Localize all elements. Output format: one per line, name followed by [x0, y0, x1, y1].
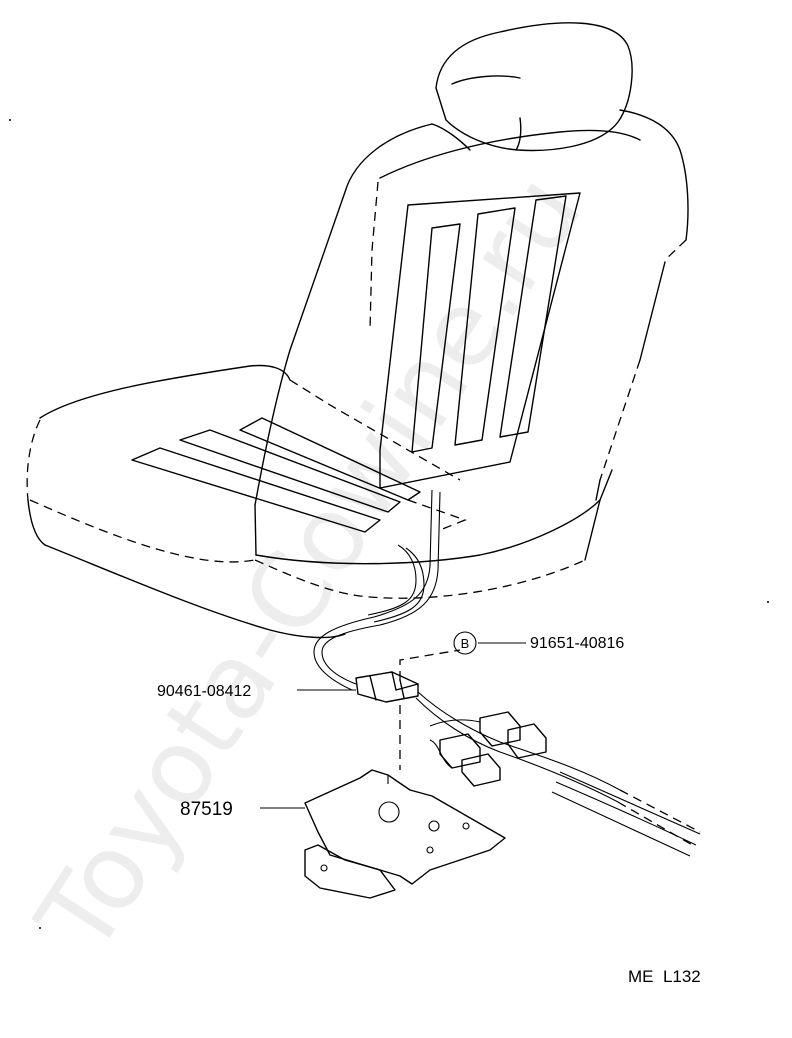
- mounting-bracket: [304, 769, 506, 899]
- registration-dot: [767, 601, 769, 603]
- main-wire-harness: [415, 691, 701, 857]
- seat-back: [254, 109, 689, 506]
- seat-wire-harness: [313, 489, 441, 691]
- bolt-mark-letter: B: [461, 636, 470, 651]
- registration-dot: [9, 119, 11, 121]
- registration-dot: [39, 927, 41, 929]
- seat-cushion: [26, 364, 613, 639]
- connector-clamp: [355, 671, 419, 703]
- diagram-code: ME L132: [628, 967, 701, 986]
- bracket-part-number: 87519: [180, 799, 233, 820]
- harness-connectors: [429, 711, 547, 787]
- seatback-heater-element: [379, 192, 581, 489]
- bolt-mark-circle: [453, 631, 477, 655]
- leader-lines: [260, 642, 526, 809]
- bolt-part-number: 91651-40816: [530, 635, 624, 652]
- watermark: Toyota-Cowine.ru: [13, 154, 605, 975]
- callout-bolt: B 91651-40816: [453, 631, 624, 655]
- cushion-heater-element: [131, 417, 467, 533]
- clamp-part-number: 90461-08412: [157, 683, 251, 700]
